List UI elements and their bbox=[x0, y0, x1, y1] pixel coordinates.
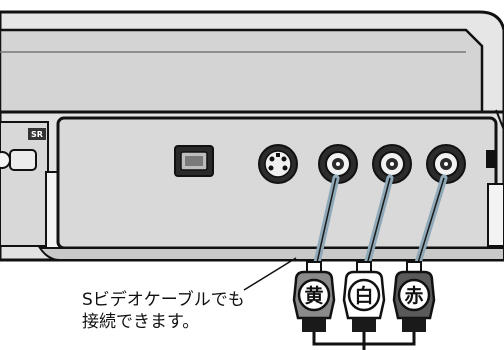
caption-line-2: 接続できます。 bbox=[82, 312, 200, 332]
s-video-port bbox=[258, 144, 298, 184]
plug-red: 赤 bbox=[392, 261, 436, 332]
plug-label-white: 白 bbox=[354, 284, 373, 307]
sr-badge-text: SR bbox=[31, 130, 43, 139]
rca-jack-red bbox=[426, 144, 466, 184]
insertion-arrows bbox=[310, 174, 448, 280]
rca-jack-white bbox=[372, 144, 412, 184]
caption-leader-line bbox=[243, 257, 297, 291]
dv-port bbox=[174, 145, 214, 177]
plug-label-red: 赤 bbox=[404, 285, 423, 307]
sr-badge: SR bbox=[28, 128, 46, 140]
plug-label-yellow: 黄 bbox=[304, 284, 323, 307]
rca-jack-yellow bbox=[318, 144, 358, 184]
plug-white: 白 bbox=[342, 261, 386, 332]
plug-yellow: 黄 bbox=[292, 261, 336, 332]
caption-line-1: Sビデオケーブルでも bbox=[82, 290, 245, 310]
